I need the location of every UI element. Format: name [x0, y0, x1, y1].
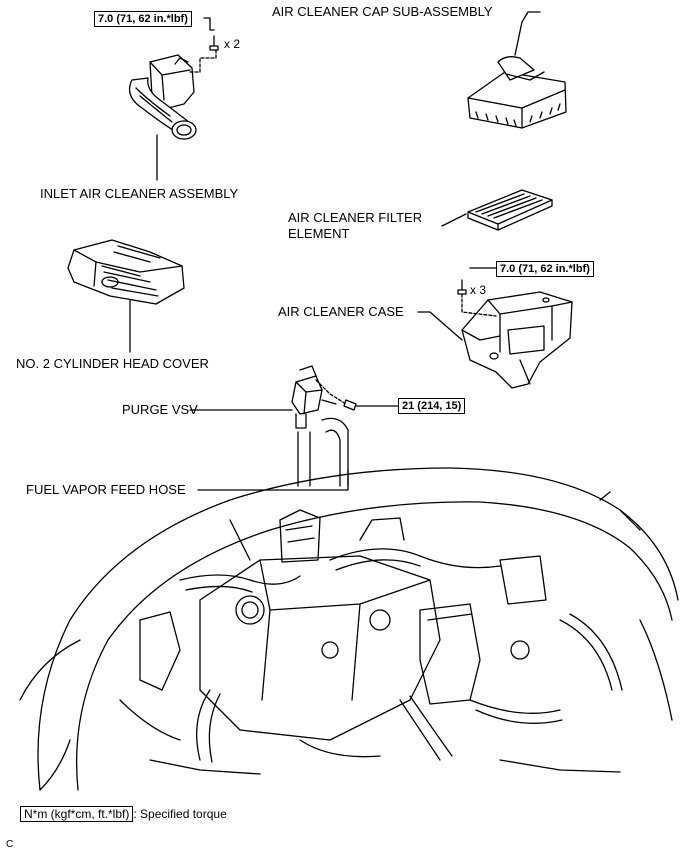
torque-case-bolt: 7.0 (71, 62 in.*lbf) [496, 261, 594, 277]
qty-case-bolt: x 3 [470, 283, 487, 297]
inlet-air-cleaner-drawing [128, 54, 197, 140]
leader-cap [514, 11, 541, 56]
air-cleaner-cap-drawing [467, 56, 567, 129]
case-bolt-drawing [457, 267, 497, 317]
leader-filter [441, 213, 467, 227]
figure-code: C [6, 839, 14, 850]
label-fuel-vapor-hose: FUEL VAPOR FEED HOSE [26, 482, 186, 497]
label-air-cleaner-cap: AIR CLEANER CAP SUB-ASSEMBLY [272, 4, 493, 19]
label-air-cleaner-case: AIR CLEANER CASE [278, 304, 404, 319]
label-cylinder-head-cover: NO. 2 CYLINDER HEAD COVER [16, 356, 209, 371]
vsv-bolt-drawing [315, 379, 399, 411]
label-purge-vsv: PURGE VSV [122, 402, 198, 417]
filter-element-drawing [467, 189, 553, 231]
cylinder-head-cover-drawing [67, 239, 185, 305]
leader-hose [197, 469, 349, 491]
inlet-bolt-drawing [187, 17, 219, 73]
leader-case [417, 311, 463, 341]
legend-description: : Specified torque [133, 807, 227, 821]
label-filter-element-line1: AIR CLEANER FILTER [288, 210, 423, 225]
torque-legend: N*m (kgf*cm, ft.*lbf): Specified torque [20, 805, 227, 823]
torque-vsv-bolt: 21 (214, 15) [398, 398, 466, 414]
torque-inlet-bolt: 7.0 (71, 62 in.*lbf) [94, 11, 192, 27]
legend-unit-box: N*m (kgf*cm, ft.*lbf) [20, 806, 134, 822]
label-inlet-air-cleaner: INLET AIR CLEANER ASSEMBLY [40, 186, 239, 201]
qty-inlet-bolt: x 2 [224, 37, 241, 51]
air-cleaner-case-drawing [461, 291, 573, 389]
engine-compartment-drawing [19, 467, 679, 791]
fuel-vapor-hose-drawing [297, 417, 349, 487]
label-filter-element-line2: ELEMENT [288, 226, 350, 241]
purge-vsv-drawing [291, 365, 337, 429]
